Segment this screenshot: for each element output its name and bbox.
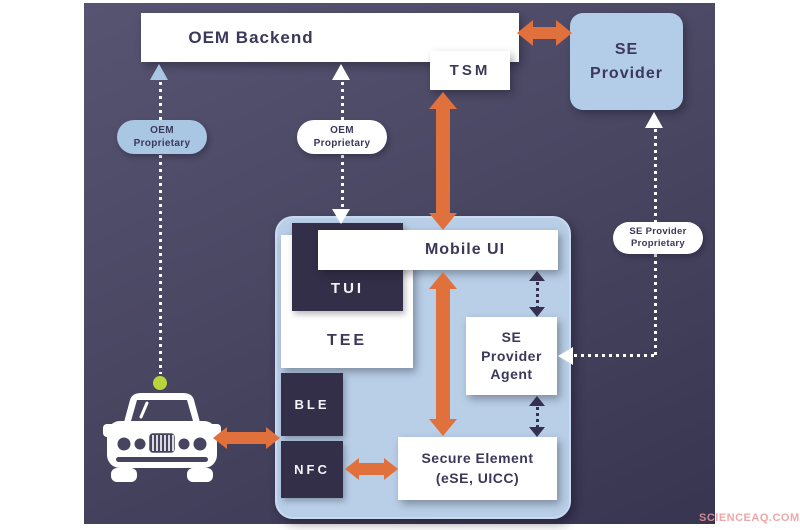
ble-label: BLE [294,397,330,412]
dotted-line [654,254,657,357]
node-tsm: TSM [430,51,510,90]
arrow-shaft [226,432,268,444]
arrowhead-up [529,271,545,281]
arrowhead-down [429,213,457,230]
tui-label: TUI [330,280,365,297]
secure-element-label-line2: (eSE, UICC) [435,469,520,486]
nfc-label: NFC [294,462,330,477]
pill-line1: OEM [150,125,174,136]
agent-label-line2: Provider [481,347,542,364]
pill-se-provider-proprietary: SE Provider Proprietary [613,222,703,254]
secure-element-label-line1: Secure Element [421,449,534,466]
arrow-shaft [357,463,387,475]
arrow-shaft [531,27,557,39]
pill-line2: Proprietary [133,138,191,149]
dotted-line [341,155,344,209]
node-ble: BLE [281,373,343,436]
arrowhead-right [384,458,398,480]
status-dot [153,376,167,390]
node-se-provider-agent: SE Provider Agent [466,317,557,395]
arrowhead-up [332,64,350,80]
dotted-line [574,354,657,357]
oem-backend-label: OEM Backend [188,27,314,47]
dashed-line [536,407,539,428]
node-nfc: NFC [281,441,343,498]
arrowhead-up [429,272,457,289]
pill-oem-proprietary-left: OEM Proprietary [117,120,207,154]
se-provider-label-line1: SE [614,41,639,59]
arrowhead-up [529,396,545,406]
node-mobile-ui: Mobile UI [318,230,558,270]
tsm-label: TSM [449,62,491,79]
arrowhead-down [529,307,545,317]
se-provider-label-line2: Provider [590,64,663,82]
arrowhead-left [558,347,573,365]
arrowhead-down [529,427,545,437]
pill-line2: Proprietary [313,138,371,149]
arrowhead-up [150,64,168,80]
dotted-line [341,82,344,120]
agent-label-line1: SE [501,328,522,345]
arrow-shaft [436,286,450,422]
arrowhead-right [556,20,572,46]
mobile-ui-label: Mobile UI [424,241,506,258]
arrowhead-right [266,427,280,449]
dotted-line [654,129,657,222]
pill-line2: Proprietary [631,238,685,249]
watermark-text: SCIENCEAQ.COM [699,512,800,524]
pill-line1: OEM [330,125,354,136]
arrowhead-left [213,427,227,449]
arrowhead-up [429,92,457,109]
node-se-provider: SE Provider [570,13,683,110]
arrow-shaft [436,106,450,216]
pill-line1: SE Provider [629,225,687,237]
arrowhead-down [332,209,350,224]
pill-oem-proprietary-mid: OEM Proprietary [297,120,387,154]
dotted-line [159,155,162,374]
agent-label-line3: Agent [490,366,533,383]
arrowhead-down [429,419,457,436]
node-secure-element: Secure Element (eSE, UICC) [398,437,557,500]
tee-label: TEE [326,332,368,349]
dotted-line [159,82,162,120]
dashed-line [536,282,539,308]
arrowhead-up [645,112,663,128]
arrowhead-left [345,458,359,480]
arrowhead-left [517,20,533,46]
car-front-icon [103,393,221,482]
